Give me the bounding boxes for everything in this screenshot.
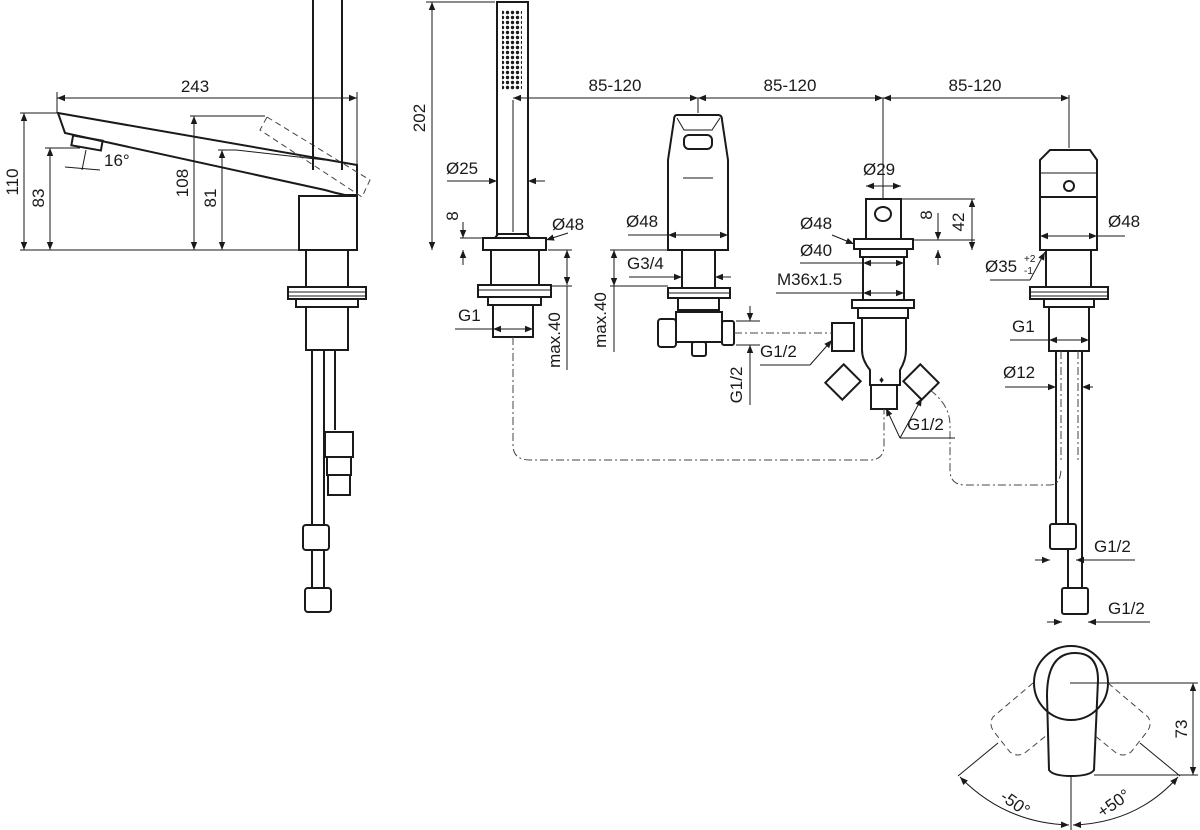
shower-symbol-icon: ♦ <box>879 375 884 386</box>
spout-slot <box>235 149 326 161</box>
dim-8-diverter: 8 <box>917 210 936 219</box>
dim-81: 81 <box>201 189 220 208</box>
dim-d40: Ø40 <box>800 241 832 260</box>
dim-m36: M36x1.5 <box>777 270 842 289</box>
dim-243: 243 <box>181 77 209 96</box>
dim-spacing-2: 85-120 <box>764 76 817 95</box>
dim-d35-tol-lower: -1 <box>1024 266 1033 277</box>
dim-g34: G3/4 <box>627 254 664 273</box>
hand-shower <box>477 1 552 338</box>
dim-spacing-3: 85-120 <box>949 76 1002 95</box>
dim-d12: Ø12 <box>1003 363 1035 382</box>
hand-shower-dimensions: 202 Ø25 8 Ø48 G1 max.40 <box>410 1 584 370</box>
dim-110: 110 <box>3 168 22 195</box>
dim-d48-diverter: Ø48 <box>800 214 832 233</box>
dim-max40-shower: max.40 <box>545 312 564 368</box>
dim-g1-shower: G1 <box>458 306 481 325</box>
lever-alt-position <box>259 116 371 198</box>
dim-spacing-1: 85-120 <box>589 76 642 95</box>
dim-202: 202 <box>410 104 429 132</box>
bath-spout <box>657 114 735 357</box>
diverter-dimensions: Ø29 42 8 Ø48 Ø40 M36x1.5 G1/2 G1/2 <box>760 160 976 439</box>
dim-g12-hose-1: G1/2 <box>1094 537 1131 556</box>
shower-nozzles <box>502 10 522 90</box>
dim-d29: Ø29 <box>863 160 895 179</box>
lever-top-view <box>990 645 1151 778</box>
dim-16deg: 16° <box>104 151 130 170</box>
dim-83: 83 <box>29 189 48 208</box>
mixer <box>1029 149 1109 615</box>
spacing-dimensions: 85-120 85-120 85-120 <box>513 76 1070 198</box>
dim-g1-mixer: G1 <box>1012 317 1035 336</box>
side-view-dimensions: 243 110 83 108 81 16° <box>3 77 358 251</box>
aerator <box>70 134 104 152</box>
dim-plus50: +50° <box>1094 785 1134 821</box>
dim-d48-spout: Ø48 <box>626 212 658 231</box>
dim-73: 73 <box>1172 720 1191 739</box>
dim-g12-diverter-out: G1/2 <box>907 415 944 434</box>
dim-42: 42 <box>949 213 968 232</box>
lever-dimensions: 73 -50° +50° <box>957 682 1198 830</box>
dim-d35-tol-upper: +2 <box>1024 254 1036 265</box>
dim-8-shower: 8 <box>443 211 462 220</box>
dim-d48-shower: Ø48 <box>552 215 584 234</box>
dim-g12-spout-v: G1/2 <box>727 367 746 404</box>
side-view-spout <box>56 0 371 613</box>
diverter: ♦ <box>823 198 941 410</box>
hose-routing <box>512 332 1062 486</box>
dim-d35: Ø35 <box>985 257 1017 276</box>
dim-max40-spout: max.40 <box>591 292 610 348</box>
dim-d48-mixer: Ø48 <box>1108 212 1140 231</box>
body <box>298 195 358 251</box>
dim-d25: Ø25 <box>446 159 478 178</box>
dim-g12-hose-2: G1/2 <box>1108 599 1145 618</box>
spout-dimensions: Ø48 max.40 G3/4 G1/2 <box>591 212 760 405</box>
dim-108: 108 <box>173 169 192 197</box>
dim-g12-diverter-in: G1/2 <box>760 342 797 361</box>
dim-minus50: -50° <box>997 787 1034 821</box>
mixer-dimensions: Ø48 Ø35 +2 -1 G1 Ø12 G1/2 G1/2 <box>985 212 1150 626</box>
